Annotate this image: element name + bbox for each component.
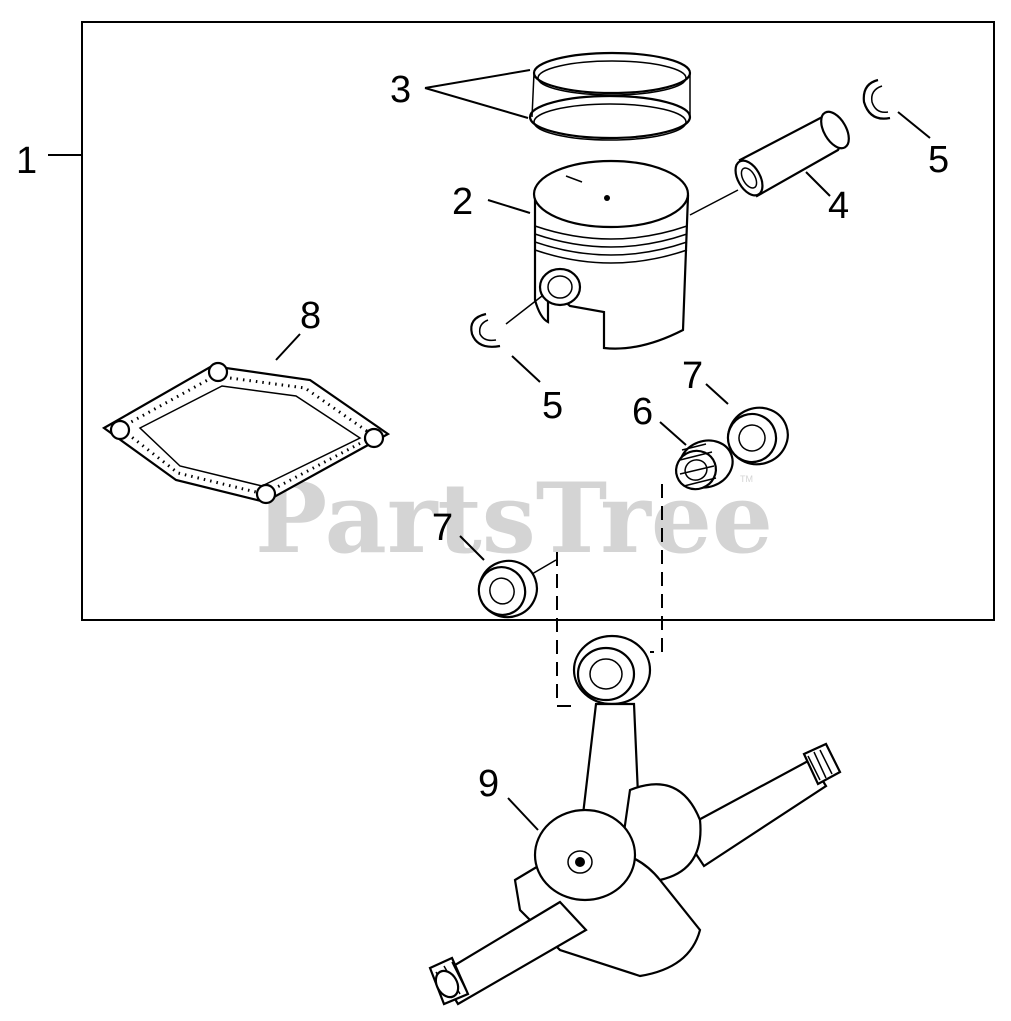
thrust-washer-right[interactable] xyxy=(720,399,796,472)
cylinder-gasket[interactable] xyxy=(101,361,391,505)
callout-7-left[interactable]: 7 xyxy=(432,507,453,549)
leader-2 xyxy=(487,199,531,214)
leader-4 xyxy=(805,171,831,197)
leader-5-right xyxy=(897,111,931,139)
piston-pin[interactable] xyxy=(730,107,855,200)
callout-5-right[interactable]: 5 xyxy=(928,139,949,181)
thrust-washer-left[interactable] xyxy=(471,553,545,625)
crankshaft-assembly[interactable] xyxy=(428,634,842,1006)
piston-kit-frame xyxy=(81,21,995,621)
callout-5-left[interactable]: 5 xyxy=(542,385,563,427)
watermark-tm: TM xyxy=(740,474,753,484)
callout-9[interactable]: 9 xyxy=(478,763,499,805)
leader-5-left xyxy=(511,355,541,383)
circlip-right[interactable] xyxy=(862,78,891,120)
alignment-line-left xyxy=(556,552,575,707)
callout-4[interactable]: 4 xyxy=(828,185,849,227)
pin-axis-line xyxy=(689,189,739,216)
leader-7-right xyxy=(705,383,729,405)
circlip-left[interactable] xyxy=(470,312,501,348)
callout-1[interactable]: 1 xyxy=(16,140,37,182)
circlip-axis-line xyxy=(505,295,543,325)
callout-7-right[interactable]: 7 xyxy=(682,355,703,397)
piston-rings[interactable] xyxy=(528,51,692,141)
leader-7-left xyxy=(459,535,485,561)
callout-8[interactable]: 8 xyxy=(300,295,321,337)
alignment-line-right xyxy=(650,484,663,653)
washer-alignment-tick xyxy=(531,559,557,575)
leader-6 xyxy=(659,421,687,446)
leader-3 xyxy=(424,69,531,119)
circlip-right-inner xyxy=(870,85,889,114)
needle-bearing[interactable] xyxy=(671,433,740,495)
callout-3[interactable]: 3 xyxy=(390,69,411,111)
circlip-left-inner xyxy=(478,319,497,342)
piston[interactable] xyxy=(532,159,690,350)
callout-6[interactable]: 6 xyxy=(632,391,653,433)
leader-8 xyxy=(275,333,301,361)
leader-9 xyxy=(507,797,539,831)
callout-2[interactable]: 2 xyxy=(452,181,473,223)
